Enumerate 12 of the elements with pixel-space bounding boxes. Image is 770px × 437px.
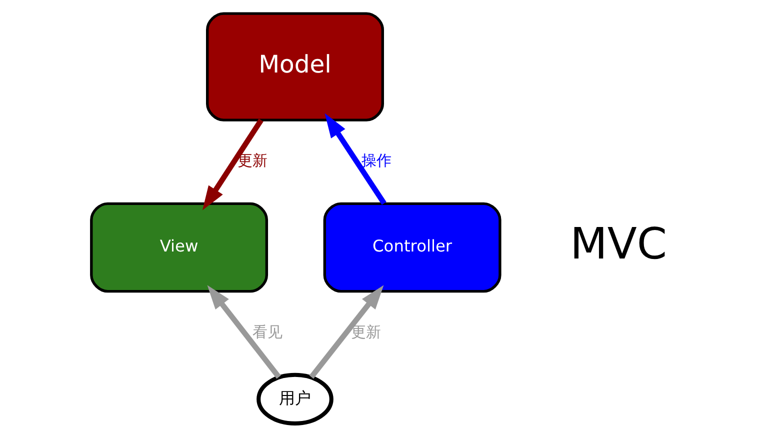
edge-label: 看见: [252, 324, 282, 341]
label: MVC: [570, 219, 668, 270]
edge-label: 更新: [350, 324, 381, 341]
edge-label: 操作: [362, 152, 392, 170]
arrow: [324, 113, 386, 205]
arrow: [207, 285, 281, 379]
arrow: [202, 118, 264, 210]
node-box: Controller: [323, 202, 502, 293]
node-box: View: [90, 202, 268, 293]
arrow: [309, 285, 384, 379]
node-box: Model: [206, 12, 384, 122]
node-ellipse: 用户: [256, 372, 334, 426]
